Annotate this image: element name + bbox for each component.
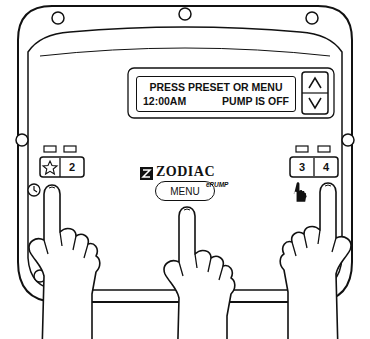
- preset-button: 4: [314, 157, 338, 177]
- model-name: ePUMP: [206, 181, 228, 188]
- indicator-leds: [44, 146, 330, 152]
- button-label: MENU: [170, 186, 199, 197]
- star-icon: [43, 161, 57, 174]
- brand-logo: ZODIAC: [156, 164, 215, 180]
- button-frame: [40, 157, 84, 177]
- panel-ridge: [40, 48, 330, 56]
- display-text: 12:00AM: [143, 94, 186, 108]
- hand-icon: [294, 182, 307, 202]
- down-arrow: [309, 98, 321, 108]
- up-arrow: [309, 78, 321, 88]
- button-number: 2: [69, 161, 75, 173]
- pointing-hand: [280, 183, 351, 339]
- pointing-hand: [29, 185, 100, 339]
- button-number: 3: [299, 161, 305, 173]
- display-bezel: [128, 68, 334, 118]
- zodiac-logo-mark: [140, 167, 153, 180]
- pointing-hand: [164, 207, 235, 339]
- display-text: PRESS PRESET OR MENU: [143, 80, 289, 94]
- preset-button: 3: [290, 157, 314, 177]
- display-text: PUMP IS OFF: [222, 94, 289, 108]
- arrow-keys: [302, 72, 328, 114]
- preset-button: 2: [60, 157, 84, 177]
- lcd-display: PRESS PRESET OR MENU12:00AM PUMP IS OFF: [136, 76, 296, 112]
- clock-icon: [28, 184, 40, 196]
- button-number: 4: [323, 161, 329, 173]
- button-frame: [290, 157, 338, 177]
- button-divider: [313, 158, 314, 176]
